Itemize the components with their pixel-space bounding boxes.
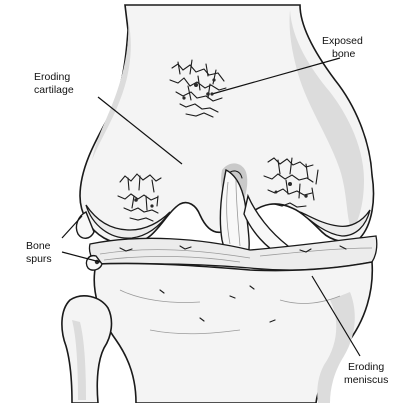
- exposed-bone-label-line1: Exposed: [322, 35, 363, 47]
- bone-spurs-label-line2: spurs: [26, 253, 52, 265]
- eroding-cartilage-label-line1: Eroding: [34, 71, 70, 83]
- eroding-meniscus-label-line1: Eroding: [348, 361, 384, 373]
- eroding-meniscus-label-line2: meniscus: [344, 374, 388, 386]
- fibula: [62, 296, 112, 403]
- tibia: [94, 262, 372, 403]
- exposed-bone-label-line2: bone: [332, 48, 356, 60]
- bone-spurs-label-line1: Bone: [26, 240, 51, 252]
- eroding-cartilage-label-line2: cartilage: [34, 84, 74, 96]
